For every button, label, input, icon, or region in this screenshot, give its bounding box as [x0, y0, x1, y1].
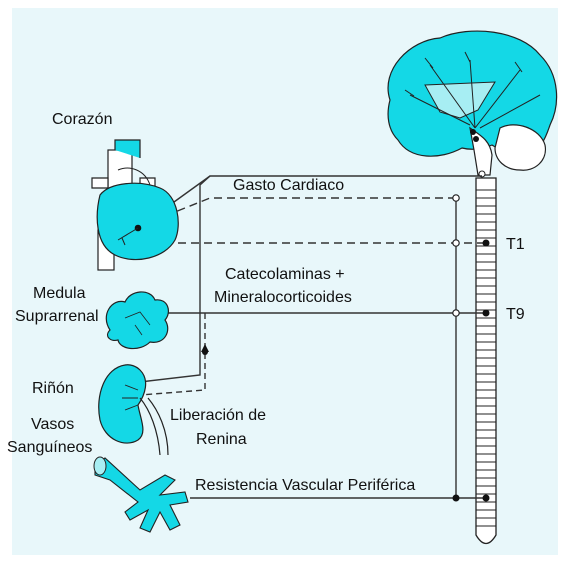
label-corazon: Corazón	[52, 111, 112, 128]
label-rinon: Riñón	[32, 380, 74, 397]
spinal-cord	[476, 178, 496, 544]
label-medula-1: Medula	[33, 285, 86, 302]
label-gasto-cardiaco: Gasto Cardiaco	[233, 177, 344, 194]
label-renina-2: Renina	[196, 431, 247, 448]
label-catecolaminas-2: Mineralocorticoides	[214, 289, 352, 306]
label-vasos-1: Vasos	[31, 416, 74, 433]
label-catecolaminas-1: Catecolaminas +	[225, 266, 345, 283]
label-vasos-2: Sanguíneos	[7, 439, 92, 456]
label-t9: T9	[506, 306, 525, 323]
label-renina-1: Liberación de	[170, 407, 266, 424]
label-resistencia: Resistencia Vascular Periférica	[195, 477, 415, 494]
label-t1: T1	[506, 236, 525, 253]
label-medula-2: Suprarrenal	[15, 308, 99, 325]
